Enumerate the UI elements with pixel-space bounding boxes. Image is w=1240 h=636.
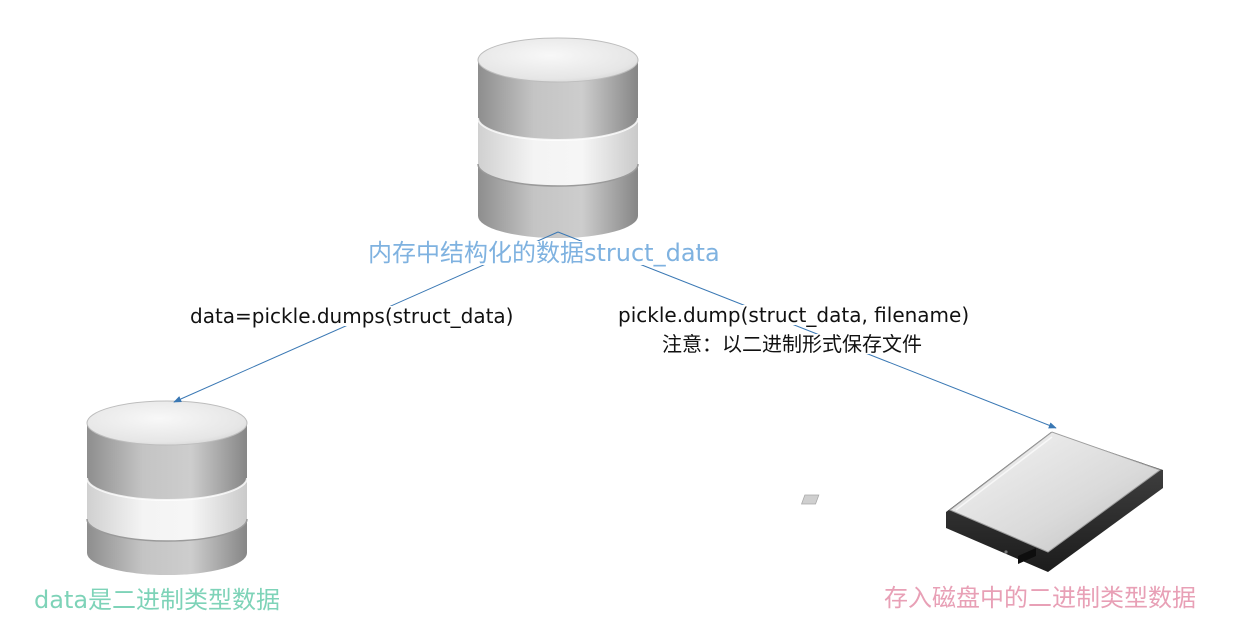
disk-data-label: 存入磁盘中的二进制类型数据: [884, 584, 1196, 612]
bytes-database-icon: [86, 400, 248, 575]
pickle-dumps-label: data=pickle.dumps(struct_data): [190, 304, 514, 328]
external-hard-drive-icon: [801, 431, 1163, 572]
binary-data-label: data是二进制类型数据: [34, 586, 281, 614]
memory-database-icon: [477, 37, 639, 238]
binary-mode-note: 注意：以二进制形式保存文件: [662, 332, 922, 356]
memory-data-label: 内存中结构化的数据struct_data: [368, 239, 720, 267]
pickle-dump-label: pickle.dump(struct_data, filename): [618, 303, 970, 327]
